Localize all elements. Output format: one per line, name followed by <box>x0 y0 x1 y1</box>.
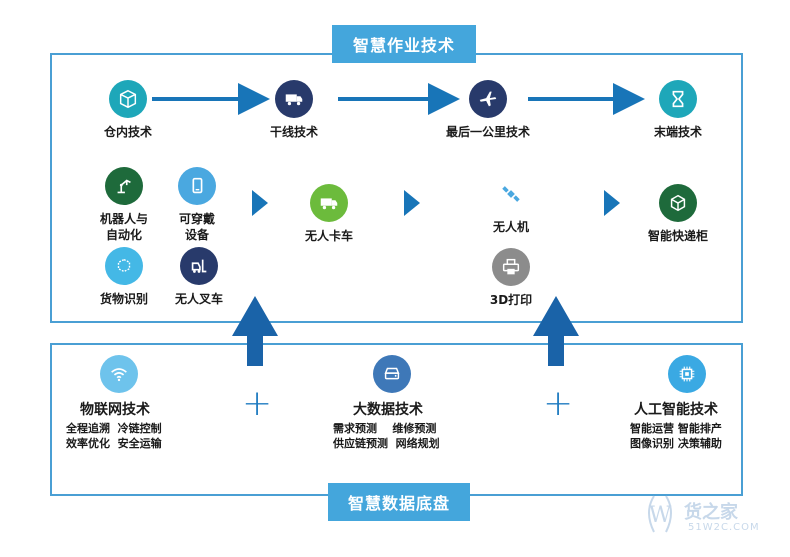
base-title: 大数据技术 <box>353 402 423 418</box>
box-icon <box>109 80 147 118</box>
watermark: W 货之家 51W2C.COM <box>640 488 770 548</box>
node-trunk-tech: 干线技术 <box>254 80 334 140</box>
forklift-icon <box>180 247 218 285</box>
wreath-icon: W <box>648 495 672 533</box>
base-iot: 物联网技术 全程追溯 冷链控制 效率优化 安全运输 <box>66 355 186 451</box>
node-label: 机器人与 自动化 <box>99 212 148 242</box>
node-label: 无人叉车 <box>174 292 223 306</box>
node-terminal-tech: 末端技术 <box>638 80 718 140</box>
node-label: 3D打印 <box>489 293 533 307</box>
flow-triangle-3 <box>604 190 620 216</box>
svg-text:W: W <box>649 503 672 528</box>
top-banner: 智慧作业技术 <box>332 25 476 63</box>
base-line: 需求预测 维修预测 <box>333 422 437 435</box>
base-line: 图像识别 决策辅助 <box>630 437 722 450</box>
node-unmanned-forklift: 无人叉车 <box>162 247 236 307</box>
watermark-en: 51W2C.COM <box>688 522 760 533</box>
flow-triangle-1 <box>252 190 268 216</box>
up-arrow-left-shape <box>232 296 278 366</box>
node-last-mile-tech: 最后一公里技术 <box>428 80 548 140</box>
truck-icon <box>275 80 313 118</box>
node-label: 无人卡车 <box>304 229 353 243</box>
node-label: 仓内技术 <box>103 125 152 139</box>
wearable-icon <box>178 167 216 205</box>
node-smart-locker: 智能快递柜 <box>633 184 723 244</box>
node-goods-recognition: 货物识别 <box>84 247 164 307</box>
node-unmanned-truck: 无人卡车 <box>289 184 369 244</box>
node-label: 干线技术 <box>269 125 318 139</box>
base-line: 智能运营 智能排产 <box>630 422 722 435</box>
truck-icon <box>310 184 348 222</box>
robot-arm-icon <box>105 167 143 205</box>
wifi-icon <box>100 355 138 393</box>
storage-icon <box>373 355 411 393</box>
node-label: 末端技术 <box>653 125 702 139</box>
node-label: 智能快递柜 <box>647 229 708 243</box>
satellite-icon <box>492 175 530 213</box>
up-arrow-right-shape <box>533 296 579 366</box>
flow-triangle-2 <box>404 190 420 216</box>
printer-icon <box>492 248 530 286</box>
bottom-banner: 智慧数据底盘 <box>328 483 470 521</box>
node-label: 可穿戴 设备 <box>178 212 215 242</box>
watermark-cn: 货之家 <box>684 502 738 523</box>
base-title: 人工智能技术 <box>634 402 718 418</box>
node-label: 货物识别 <box>99 292 148 306</box>
node-3d-printing: 3D打印 <box>471 248 551 308</box>
node-label: 最后一公里技术 <box>445 125 530 139</box>
plus-sign-left: + <box>242 383 273 424</box>
airplane-icon <box>469 80 507 118</box>
chip-icon <box>668 355 706 393</box>
base-line: 全程追溯 冷链控制 <box>66 422 162 435</box>
node-warehouse-tech: 仓内技术 <box>88 80 168 140</box>
base-line: 供应链预测 网络规划 <box>333 437 440 450</box>
base-title: 物联网技术 <box>80 402 150 418</box>
plus-sign-right: + <box>543 383 574 424</box>
locker-icon <box>659 184 697 222</box>
cube-scan-icon <box>105 247 143 285</box>
base-ai: 人工智能技术 智能运营 智能排产 图像识别 决策辅助 <box>630 355 750 451</box>
base-line: 效率优化 安全运输 <box>66 437 162 450</box>
node-label: 无人机 <box>492 220 529 234</box>
node-wearable: 可穿戴 设备 <box>162 167 232 243</box>
node-drone: 无人机 <box>471 175 551 235</box>
base-big-data: 大数据技术 需求预测 维修预测 供应链预测 网络规划 <box>333 355 463 451</box>
hourglass-icon <box>659 80 697 118</box>
node-robot-automation: 机器人与 自动化 <box>84 167 164 243</box>
